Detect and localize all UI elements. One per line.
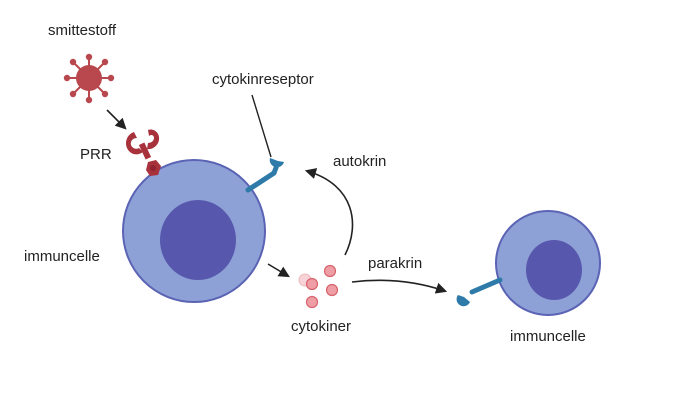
receptor-label-pointer — [251, 94, 272, 158]
pattern-recognition-receptor-icon — [125, 129, 161, 176]
cytokine-cluster — [298, 264, 339, 309]
label-pathogen: smittestoff — [48, 22, 117, 39]
autocrine-arrow — [304, 168, 354, 256]
label-immune-cell-right: immuncelle — [510, 328, 586, 345]
label-paracrine: parakrin — [368, 255, 423, 272]
nucleus-right — [526, 240, 582, 300]
label-prr: PRR — [80, 146, 112, 163]
arrow-cell-to-cytokines — [267, 263, 290, 278]
virus-icon — [63, 53, 115, 104]
arrow-pathogen-to-prr — [106, 109, 127, 130]
immune-cell-left — [122, 159, 266, 303]
label-cytokine-receptor: cytokinreseptor — [212, 71, 314, 88]
label-immune-cell-left: immuncelle — [24, 248, 100, 265]
label-cytokines: cytokiner — [291, 318, 352, 335]
paracrine-arrow — [351, 279, 448, 294]
label-autocrine: autokrin — [333, 153, 387, 170]
cytokine-receptor-icon — [456, 277, 503, 307]
immune-cell-right — [495, 210, 601, 316]
cytokine-receptor-icon — [245, 158, 284, 193]
nucleus-left — [160, 200, 236, 280]
